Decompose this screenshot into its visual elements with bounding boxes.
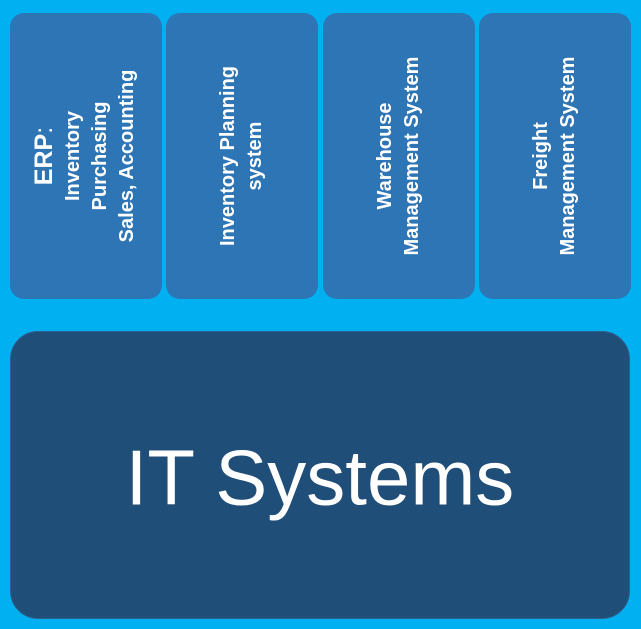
freight-management-label: Freight Management System: [528, 21, 582, 291]
erp-line-inventory: Inventory: [62, 110, 84, 202]
erp-title: ERP: [30, 133, 58, 186]
it-systems-base: IT Systems: [10, 331, 630, 619]
erp-label: ERP: Inventory Purchasing Sales, Account…: [30, 21, 141, 291]
inventory-planning-label: Inventory Planning system: [215, 21, 269, 291]
freight-line-1: Freight: [530, 122, 552, 190]
warehouse-line-1: Warehouse: [374, 102, 396, 210]
erp-line-sales-accounting: Sales, Accounting: [116, 69, 138, 243]
it-systems-label: IT Systems: [125, 433, 515, 522]
erp-heading: ERP:: [30, 21, 60, 291]
freight-management-box: Freight Management System: [479, 13, 631, 299]
warehouse-management-label: Warehouse Management System: [372, 21, 426, 291]
erp-line-purchasing: Purchasing: [89, 101, 111, 211]
inventory-planning-box: Inventory Planning system: [166, 13, 318, 299]
erp-box: ERP: Inventory Purchasing Sales, Account…: [10, 13, 162, 299]
inventory-planning-line-1: Inventory Planning: [217, 65, 239, 247]
inventory-planning-line-2: system: [244, 121, 266, 191]
erp-colon: :: [30, 126, 58, 134]
warehouse-line-2: Management System: [401, 56, 423, 256]
freight-line-2: Management System: [557, 56, 579, 256]
warehouse-management-box: Warehouse Management System: [323, 13, 475, 299]
